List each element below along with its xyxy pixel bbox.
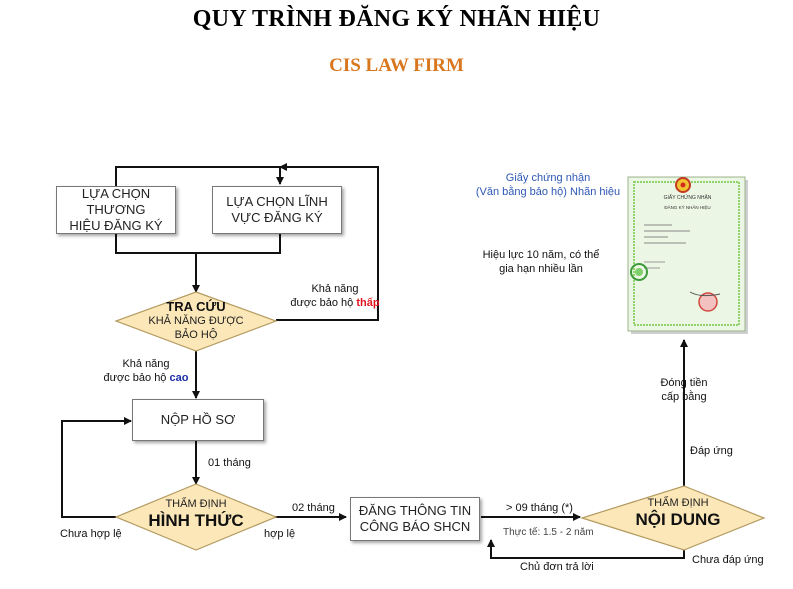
pay-fee-line1: Đóng tiền: [660, 377, 708, 389]
low-line2: được bảo hộ: [290, 297, 354, 309]
publish-line2: CÔNG BÁO SHCN: [359, 519, 471, 534]
low-line: [276, 310, 379, 321]
invalid-loop: [61, 417, 132, 518]
high-word: cao: [169, 372, 189, 384]
search-diamond: [114, 291, 278, 352]
formal-exam-text: THẨM ĐỊNH HÌNH THỨC: [136, 497, 256, 531]
one-month-label: 01 tháng: [208, 457, 251, 469]
validity-line1: Hiệu lực 10 năm, có thể: [482, 249, 600, 261]
select-mark-line2: HIỆU ĐĂNG KÝ: [69, 218, 163, 233]
search-diamond-text: TRA CỨU KHẢ NĂNG ĐƯỢC BẢO HỘ: [136, 300, 256, 342]
certificate-caption-line2: (Văn bằng bảo hộ) Nhãn hiệu: [475, 186, 621, 198]
actual-duration-label: Thực tế: 1.5 - 2 năm: [503, 527, 594, 538]
search-line3: BẢO HỘ: [174, 329, 218, 341]
not-met-loop: [487, 539, 685, 559]
two-months-label: 02 tháng: [292, 502, 335, 514]
search-title: TRA CỨU: [166, 299, 226, 314]
low-line1: Khả năng: [311, 283, 359, 295]
loop-right-line: [279, 163, 379, 310]
certificate-caption-line1: Giấy chứng nhận: [505, 172, 591, 184]
high-line2: được bảo hộ: [103, 372, 167, 384]
high-protection-label: Khả năng được bảo hộ cao: [96, 357, 196, 385]
pay-fee-line2: cấp bằng: [661, 391, 707, 403]
content-exam-diamond: [579, 485, 766, 551]
select-field-line1: LỰA CHỌN LĨNH: [226, 194, 328, 209]
not-met-label: Chưa đáp ứng: [692, 554, 764, 566]
formal-exam-diamond: [114, 483, 278, 551]
certificate-caption: Giấy chứng nhận (Văn bằng bảo hộ) Nhãn h…: [468, 171, 628, 199]
content-exam-main: NỘI DUNG: [635, 510, 721, 529]
met-label: Đáp ứng: [690, 445, 733, 457]
nine-months-label: > 09 tháng (*): [506, 502, 573, 514]
pay-fee-label: Đóng tiền cấp bằng: [654, 376, 714, 404]
low-word: thấp: [356, 297, 380, 309]
firm-name: CIS LAW FIRM: [329, 55, 464, 76]
applicant-reply-label: Chủ đơn trả lời: [520, 561, 594, 573]
validity-line2: gia hạn nhiều lần: [499, 263, 583, 275]
submit-box: NỘP HỒ SƠ: [132, 399, 264, 441]
select-mark-line1: LỰA CHỌN THƯƠNG: [81, 186, 151, 217]
invalid-label: Chưa hợp lệ: [60, 528, 122, 540]
content-exam-text: THẨM ĐỊNH NỘI DUNG: [613, 496, 743, 530]
formal-exam-main: HÌNH THỨC: [148, 511, 244, 530]
low-protection-label: Khả năng được bảo hộ thấp: [290, 282, 380, 310]
certificate-subheading: ĐĂNG KÝ NHÃN HIỆU: [664, 205, 711, 210]
formal-exam-title: THẨM ĐỊNH: [165, 498, 227, 510]
page-title: QUY TRÌNH ĐĂNG KÝ NHÃN HIỆU: [192, 6, 601, 32]
loop-top-line: [115, 166, 280, 186]
select-field-line2: VỰC ĐĂNG KÝ: [231, 210, 323, 225]
search-line2: KHẢ NĂNG ĐƯỢC: [148, 315, 244, 327]
valid-label: hợp lệ: [264, 528, 296, 540]
publish-line1: ĐĂNG THÔNG TIN: [358, 503, 472, 518]
validity-note: Hiệu lực 10 năm, có thể gia hạn nhiều lầ…: [476, 248, 606, 276]
certificate-image: [627, 176, 748, 334]
certificate-heading: GIẤY CHỨNG NHẬN: [663, 195, 712, 201]
merge-line: [115, 234, 281, 254]
high-line1: Khả năng: [122, 358, 170, 370]
content-exam-title: THẨM ĐỊNH: [647, 497, 709, 509]
